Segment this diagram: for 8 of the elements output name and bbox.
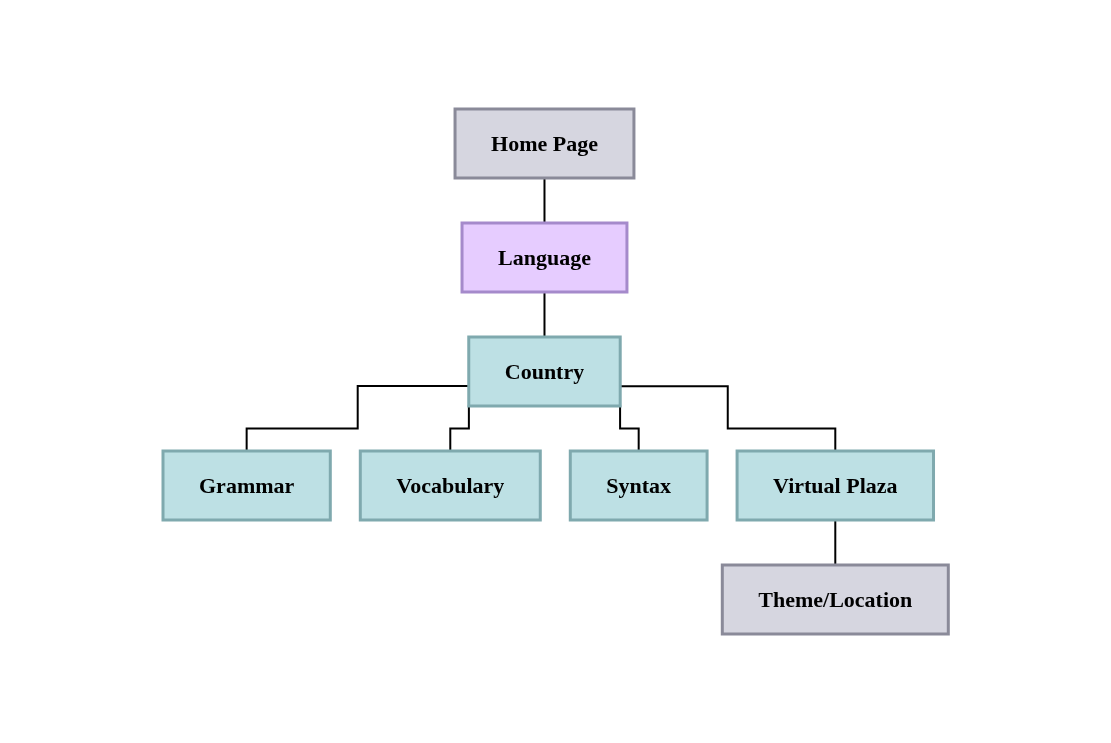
node-box: Grammar [161,449,332,522]
node-box: Vocabulary [358,449,542,522]
node-box: Language [460,221,629,294]
node-box: Virtual Plaza [735,449,935,522]
node-box: Syntax [568,449,709,522]
node-box: Theme/Location [720,563,950,636]
node-box: Country [467,335,622,408]
node-box: Home Page [453,107,636,180]
